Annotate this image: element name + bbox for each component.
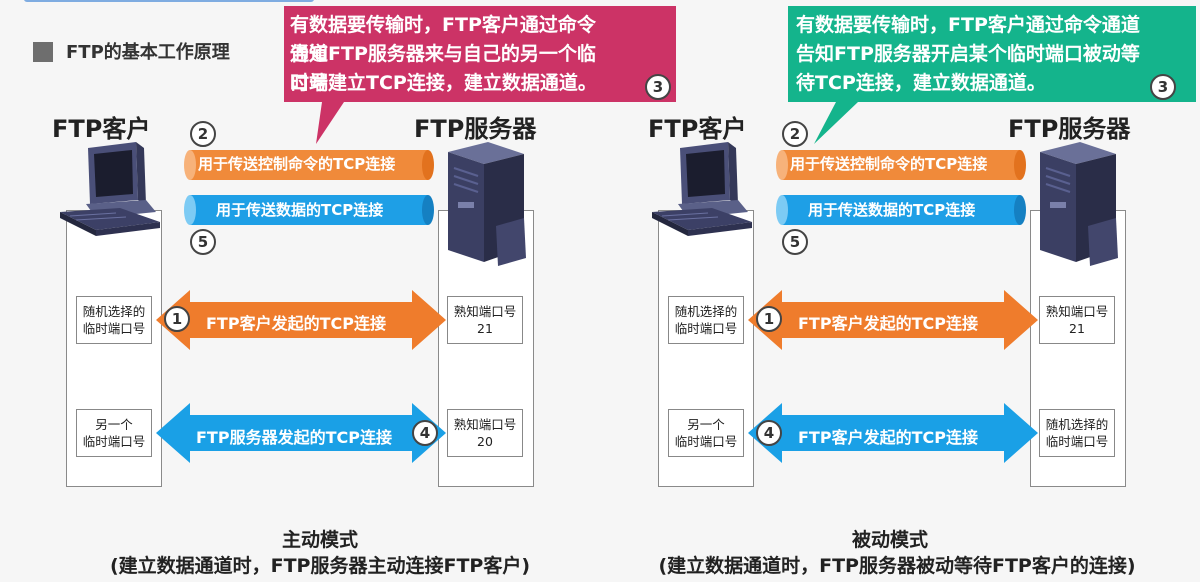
client-label: FTP客户 xyxy=(52,115,151,143)
callout-line-1: 有数据要传输时，FTP客户通过命令通道 xyxy=(290,14,596,65)
server-label: FTP服务器 xyxy=(414,115,537,143)
data-connection-label: 用于传送数据的TCP连接 xyxy=(808,201,976,219)
data-connection-tube xyxy=(184,195,434,225)
client-port-box-1: 随机选择的临时端口号 xyxy=(668,296,744,344)
tcp-arrow-1 xyxy=(748,290,1038,350)
tcp-arrow-label-2: FTP服务器发起的TCP连接 xyxy=(196,428,392,447)
step-marker-5: 5 xyxy=(782,229,808,255)
step-marker-5: 5 xyxy=(190,229,216,255)
port-text: 另一个 xyxy=(95,417,133,432)
mode-description: (建立数据通道时，FTP服务器被动等待FTP客户的连接) xyxy=(658,555,1136,577)
step-marker-4: 4 xyxy=(412,420,438,446)
client-port-box-2: 另一个临时端口号 xyxy=(76,409,152,457)
tcp-arrow-2 xyxy=(156,403,446,463)
server-port-box-1: 熟知端口号 21 xyxy=(1039,296,1115,344)
port-text: 20 xyxy=(477,434,493,449)
mode-title: 主动模式 xyxy=(281,529,358,551)
port-text: 临时端口号 xyxy=(1045,434,1109,449)
client-port-box-2: 另一个临时端口号 xyxy=(668,409,744,457)
server-port-box-1: 熟知端口号 21 xyxy=(447,296,523,344)
mode-description: (建立数据通道时，FTP服务器主动连接FTP客户) xyxy=(109,555,531,577)
server-label: FTP服务器 xyxy=(1008,115,1131,143)
callout-line-2: 告知FTP服务器开启某个临时端口被动等 xyxy=(796,43,1140,65)
port-text: 临时端口号 xyxy=(82,434,146,449)
tcp-arrow-1 xyxy=(156,290,446,350)
server-tower-icon xyxy=(448,142,526,266)
port-text: 随机选择的 xyxy=(82,304,146,319)
step-marker-1: 1 xyxy=(164,306,190,332)
active-mode-panel: 有数据要传输时，FTP客户通过命令通道 告知FTP服务器来与自己的另一个临时端 … xyxy=(52,6,676,577)
client-port-box-1: 随机选择的临时端口号 xyxy=(76,296,152,344)
server-tower-icon xyxy=(1040,142,1118,266)
step-marker-3: 3 xyxy=(645,74,671,100)
callout-line-3: 待TCP连接，建立数据通道。 xyxy=(796,72,1046,94)
cropped-header xyxy=(0,0,330,6)
tcp-arrow-label-2: FTP客户发起的TCP连接 xyxy=(798,428,978,447)
tcp-arrow-2 xyxy=(748,403,1038,463)
port-text: 随机选择的 xyxy=(674,304,738,319)
client-computer-icon xyxy=(60,142,160,236)
port-text: 另一个 xyxy=(687,417,725,432)
client-computer-icon xyxy=(652,142,752,236)
port-text: 临时端口号 xyxy=(82,321,146,336)
port-text: 熟知端口号 xyxy=(453,304,517,319)
section-title: FTP的基本工作原理 xyxy=(66,42,230,63)
step-marker-2: 2 xyxy=(782,121,808,147)
section-bullet-icon xyxy=(33,42,53,62)
control-connection-label: 用于传送控制命令的TCP连接 xyxy=(790,155,988,173)
mode-title: 被动模式 xyxy=(851,529,928,551)
client-column xyxy=(658,210,754,487)
data-connection-label: 用于传送数据的TCP连接 xyxy=(216,201,384,219)
port-text: 21 xyxy=(477,321,493,336)
port-text: 随机选择的 xyxy=(1045,417,1109,432)
step-marker-3: 3 xyxy=(1150,74,1176,100)
step-marker-4: 4 xyxy=(756,420,782,446)
server-port-box-2: 熟知端口号 20 xyxy=(447,409,523,457)
callout-line-2: 告知FTP服务器来与自己的另一个临时端 xyxy=(290,43,596,94)
tcp-arrow-label-1: FTP客户发起的TCP连接 xyxy=(206,314,386,333)
control-connection-tube xyxy=(776,150,1026,180)
tcp-arrow-label-1: FTP客户发起的TCP连接 xyxy=(798,314,978,333)
port-text: 临时端口号 xyxy=(674,321,738,336)
control-connection-tube xyxy=(184,150,434,180)
callout-line-3: 口号建立TCP连接，建立数据通道。 xyxy=(290,72,597,94)
data-connection-tube xyxy=(776,195,1026,225)
server-port-box-2: 随机选择的临时端口号 xyxy=(1039,409,1115,457)
step-marker-2: 2 xyxy=(190,121,216,147)
port-text: 熟知端口号 xyxy=(453,417,517,432)
port-text: 临时端口号 xyxy=(674,434,738,449)
step-marker-1: 1 xyxy=(756,306,782,332)
callout-line-1: 有数据要传输时，FTP客户通过命令通道 xyxy=(796,14,1140,36)
control-connection-label: 用于传送控制命令的TCP连接 xyxy=(198,155,396,173)
callout-bubble xyxy=(284,6,676,144)
callout-bubble xyxy=(788,6,1196,144)
port-text: 熟知端口号 xyxy=(1045,304,1109,319)
server-column xyxy=(1030,210,1126,487)
port-text: 21 xyxy=(1069,321,1085,336)
